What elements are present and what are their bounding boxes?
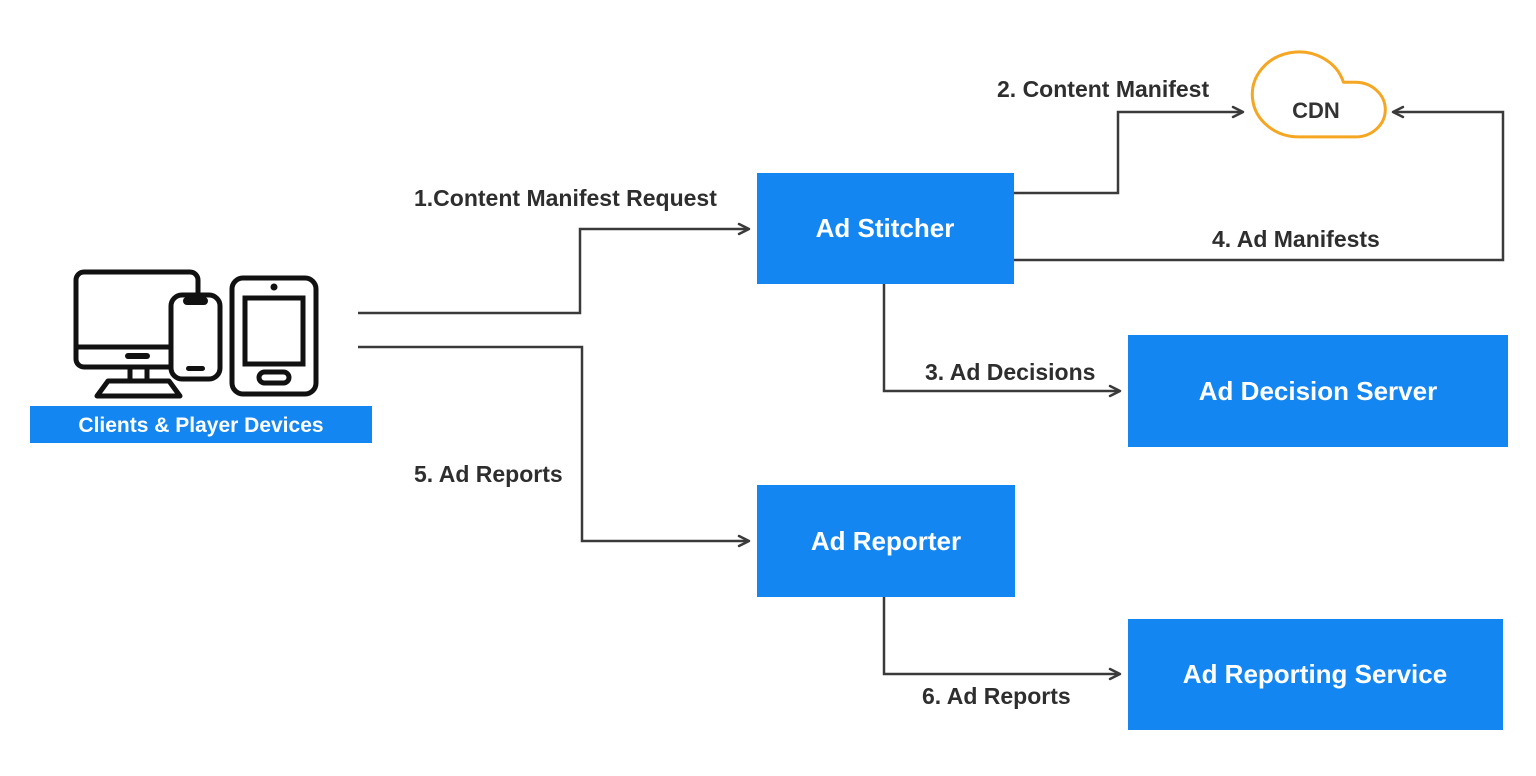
flow-6-label: 6. Ad Reports <box>922 683 1071 709</box>
flow-4-ad-manifests: 4. Ad Manifests <box>1014 105 1505 262</box>
ad-decision-server-label: Ad Decision Server <box>1199 376 1437 406</box>
ad-decision-server-box <box>1128 335 1508 447</box>
flow-2-label: 2. Content Manifest <box>997 76 1209 102</box>
ad-reporting-service-box <box>1128 619 1503 730</box>
flow-3-label: 3. Ad Decisions <box>925 359 1095 385</box>
flow-3-line <box>882 284 1122 398</box>
flow-2-line <box>1014 105 1245 195</box>
flow-4-line <box>1014 105 1505 262</box>
node-ad-stitcher: Ad Stitcher <box>757 173 1014 284</box>
flow-2-content-manifest: 2. Content Manifest <box>997 76 1245 195</box>
node-clients: Clients & Player Devices <box>30 406 372 443</box>
monitor-icon <box>73 269 201 399</box>
ad-stitcher-label: Ad Stitcher <box>816 213 955 243</box>
node-ad-reporter: Ad Reporter <box>757 485 1015 597</box>
clients-device-icons <box>73 269 319 399</box>
flow-6-line <box>882 597 1122 681</box>
node-ad-reporting-service: Ad Reporting Service <box>1128 619 1503 730</box>
ad-reporter-label: Ad Reporter <box>811 526 961 556</box>
flow-1-content-manifest-request: 1.Content Manifest Request <box>358 185 751 315</box>
flow-5-label: 5. Ad Reports <box>414 461 563 487</box>
flow-1-label: 1.Content Manifest Request <box>414 185 717 211</box>
ad-stitcher-box <box>757 173 1014 284</box>
flow-3-ad-decisions: 3. Ad Decisions <box>882 284 1122 398</box>
tablet-icon <box>229 275 319 397</box>
node-ad-decision-server: Ad Decision Server <box>1128 335 1508 447</box>
clients-label-bar <box>30 406 372 443</box>
ad-reporting-service-label: Ad Reporting Service <box>1183 659 1447 689</box>
cdn-label: CDN <box>1292 98 1340 123</box>
flow-1-line <box>358 222 751 315</box>
ad-reporter-box <box>757 485 1015 597</box>
clients-label: Clients & Player Devices <box>78 414 323 437</box>
flow-5-line <box>358 345 751 548</box>
flow-6-ad-reports: 6. Ad Reports <box>882 597 1122 709</box>
smartphone-icon <box>168 292 223 382</box>
cloud-icon <box>1252 52 1385 137</box>
flow-5-ad-reports: 5. Ad Reports <box>358 345 751 548</box>
node-cdn: CDN <box>1252 52 1385 137</box>
flow-4-label: 4. Ad Manifests <box>1212 226 1380 252</box>
